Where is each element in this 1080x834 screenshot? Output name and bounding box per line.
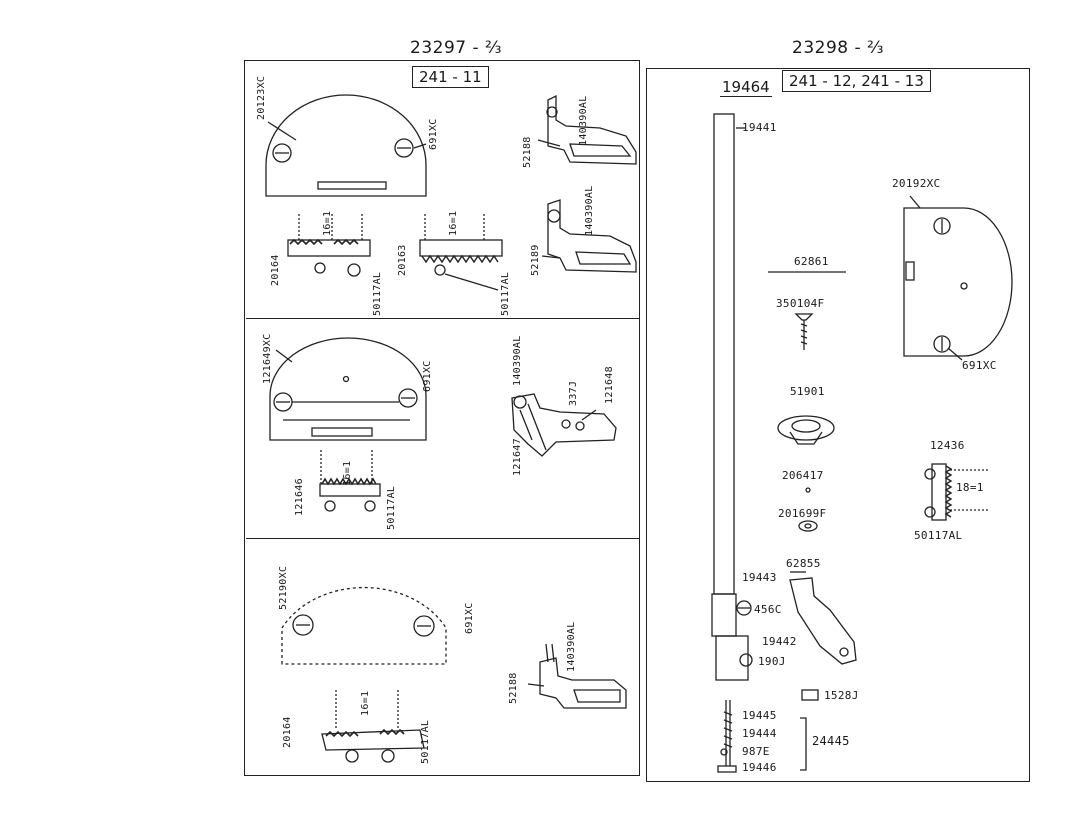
presser-bar-drawing [711, 113, 749, 681]
lever-drawing [789, 571, 857, 665]
plate-screw-label: 691XC [422, 360, 433, 392]
spacing-label: 16=1 [342, 460, 353, 486]
screw-drawing [933, 335, 951, 353]
pin-label: 206417 [782, 469, 824, 482]
plate-screw-label: 691XC [962, 359, 997, 372]
feed-dog-label: 12436 [930, 439, 965, 452]
screw-drawing [794, 313, 814, 350]
foot-part-label: 121648 [604, 366, 615, 404]
presser-foot-label: 52189 [530, 244, 541, 276]
panel-divider [246, 538, 640, 539]
throat-plate-drawing [269, 337, 427, 441]
spacing-label: 16=1 [448, 210, 459, 236]
nut-drawing [801, 689, 819, 701]
stud-mid-label: 19444 [742, 727, 777, 740]
foot-screw-label: 140390AL [584, 185, 595, 236]
foot-pin-label: 337J [568, 380, 579, 406]
stud-screw-label: 987E [742, 745, 770, 758]
plate-screw-label: 691XC [428, 118, 439, 150]
presser-foot-drawing [527, 643, 627, 709]
feed-screw-label: 50117AL [914, 529, 963, 542]
plate-screw-label: 691XC [464, 602, 475, 634]
foot-screw-label: 140390AL [578, 95, 589, 146]
feed-dog-drawing [321, 690, 425, 763]
spacing-label: 16=1 [360, 690, 371, 716]
block-label: 19442 [762, 635, 797, 648]
model-box-left: 241 - 11 [412, 66, 489, 88]
screw-drawing [413, 615, 435, 637]
stud-bottom-label: 19446 [742, 761, 777, 774]
feed-screw-label: 50117AL [372, 271, 383, 316]
panel-divider [246, 318, 640, 319]
feed-dog-drawing [924, 463, 990, 521]
foot-screw-label: 140390AL [566, 621, 577, 672]
presser-foot-label: 52188 [508, 672, 519, 704]
feed-dog-label: 20163 [397, 244, 408, 276]
presser-foot-drawing [537, 94, 637, 165]
screw-drawing [292, 614, 314, 636]
washer-drawing [798, 520, 818, 532]
right-frame [646, 68, 1030, 782]
block-screw-label: 190J [758, 655, 786, 668]
feed-dog-drawing [287, 214, 371, 277]
presser-foot-drawing [541, 199, 637, 273]
feed-dog-drawing [419, 214, 503, 291]
screw-drawing [394, 138, 414, 158]
disc-drawing [777, 415, 835, 441]
foot-screw-label: 140390AL [512, 335, 523, 386]
model-box-right: 241 - 12, 241 - 13 [782, 70, 931, 92]
feed-screw-label: 50117AL [386, 485, 397, 530]
throat-plate-label: 20123XC [256, 75, 267, 120]
throat-plate-label: 121649XC [262, 333, 273, 384]
presser-foot-label: 52188 [522, 136, 533, 168]
spacing-label: 16=1 [322, 210, 333, 236]
screw-drawing [398, 388, 418, 408]
page-title-right: 23298 - ⅔ [792, 38, 884, 58]
feed-dog-label: 20164 [282, 716, 293, 748]
clamp-label: 19443 [742, 571, 777, 584]
nut-label: 1528J [824, 689, 859, 702]
feed-dog-label: 20164 [270, 254, 281, 286]
presser-foot-drawing [511, 393, 617, 457]
stud-drawing [717, 700, 737, 773]
throat-plate-drawing [903, 207, 1013, 357]
page-title-left: 23297 - ⅔ [410, 38, 502, 58]
throat-plate-drawing [281, 586, 447, 665]
feed-screw-label: 50117AL [500, 271, 511, 316]
spacing-label: 18=1 [956, 481, 984, 494]
presser-bar-label: 19441 [742, 121, 777, 134]
washer-label: 201699F [778, 507, 827, 520]
lever-label: 62855 [786, 557, 821, 570]
left-frame [244, 60, 640, 776]
clamp-screw-label: 456C [754, 603, 782, 616]
stud-assembly-label: 24445 [812, 734, 850, 748]
throat-plate-label: 20192XC [892, 177, 941, 190]
screw-drawing [272, 143, 292, 163]
screw-label: 350104F [776, 297, 825, 310]
feed-dog-label: 121646 [294, 478, 305, 516]
feed-screw-label: 50117AL [420, 719, 431, 764]
disc-label: 51901 [790, 385, 825, 398]
throat-plate-label: 52190XC [278, 565, 289, 610]
group-label: 62861 [794, 255, 829, 268]
stud-top-label: 19445 [742, 709, 777, 722]
foot-body-label: 121647 [512, 438, 523, 476]
throat-plate-drawing [265, 94, 427, 197]
set-number: 19464 [720, 78, 772, 97]
feed-dog-drawing [319, 450, 381, 512]
screw-drawing [933, 217, 951, 235]
